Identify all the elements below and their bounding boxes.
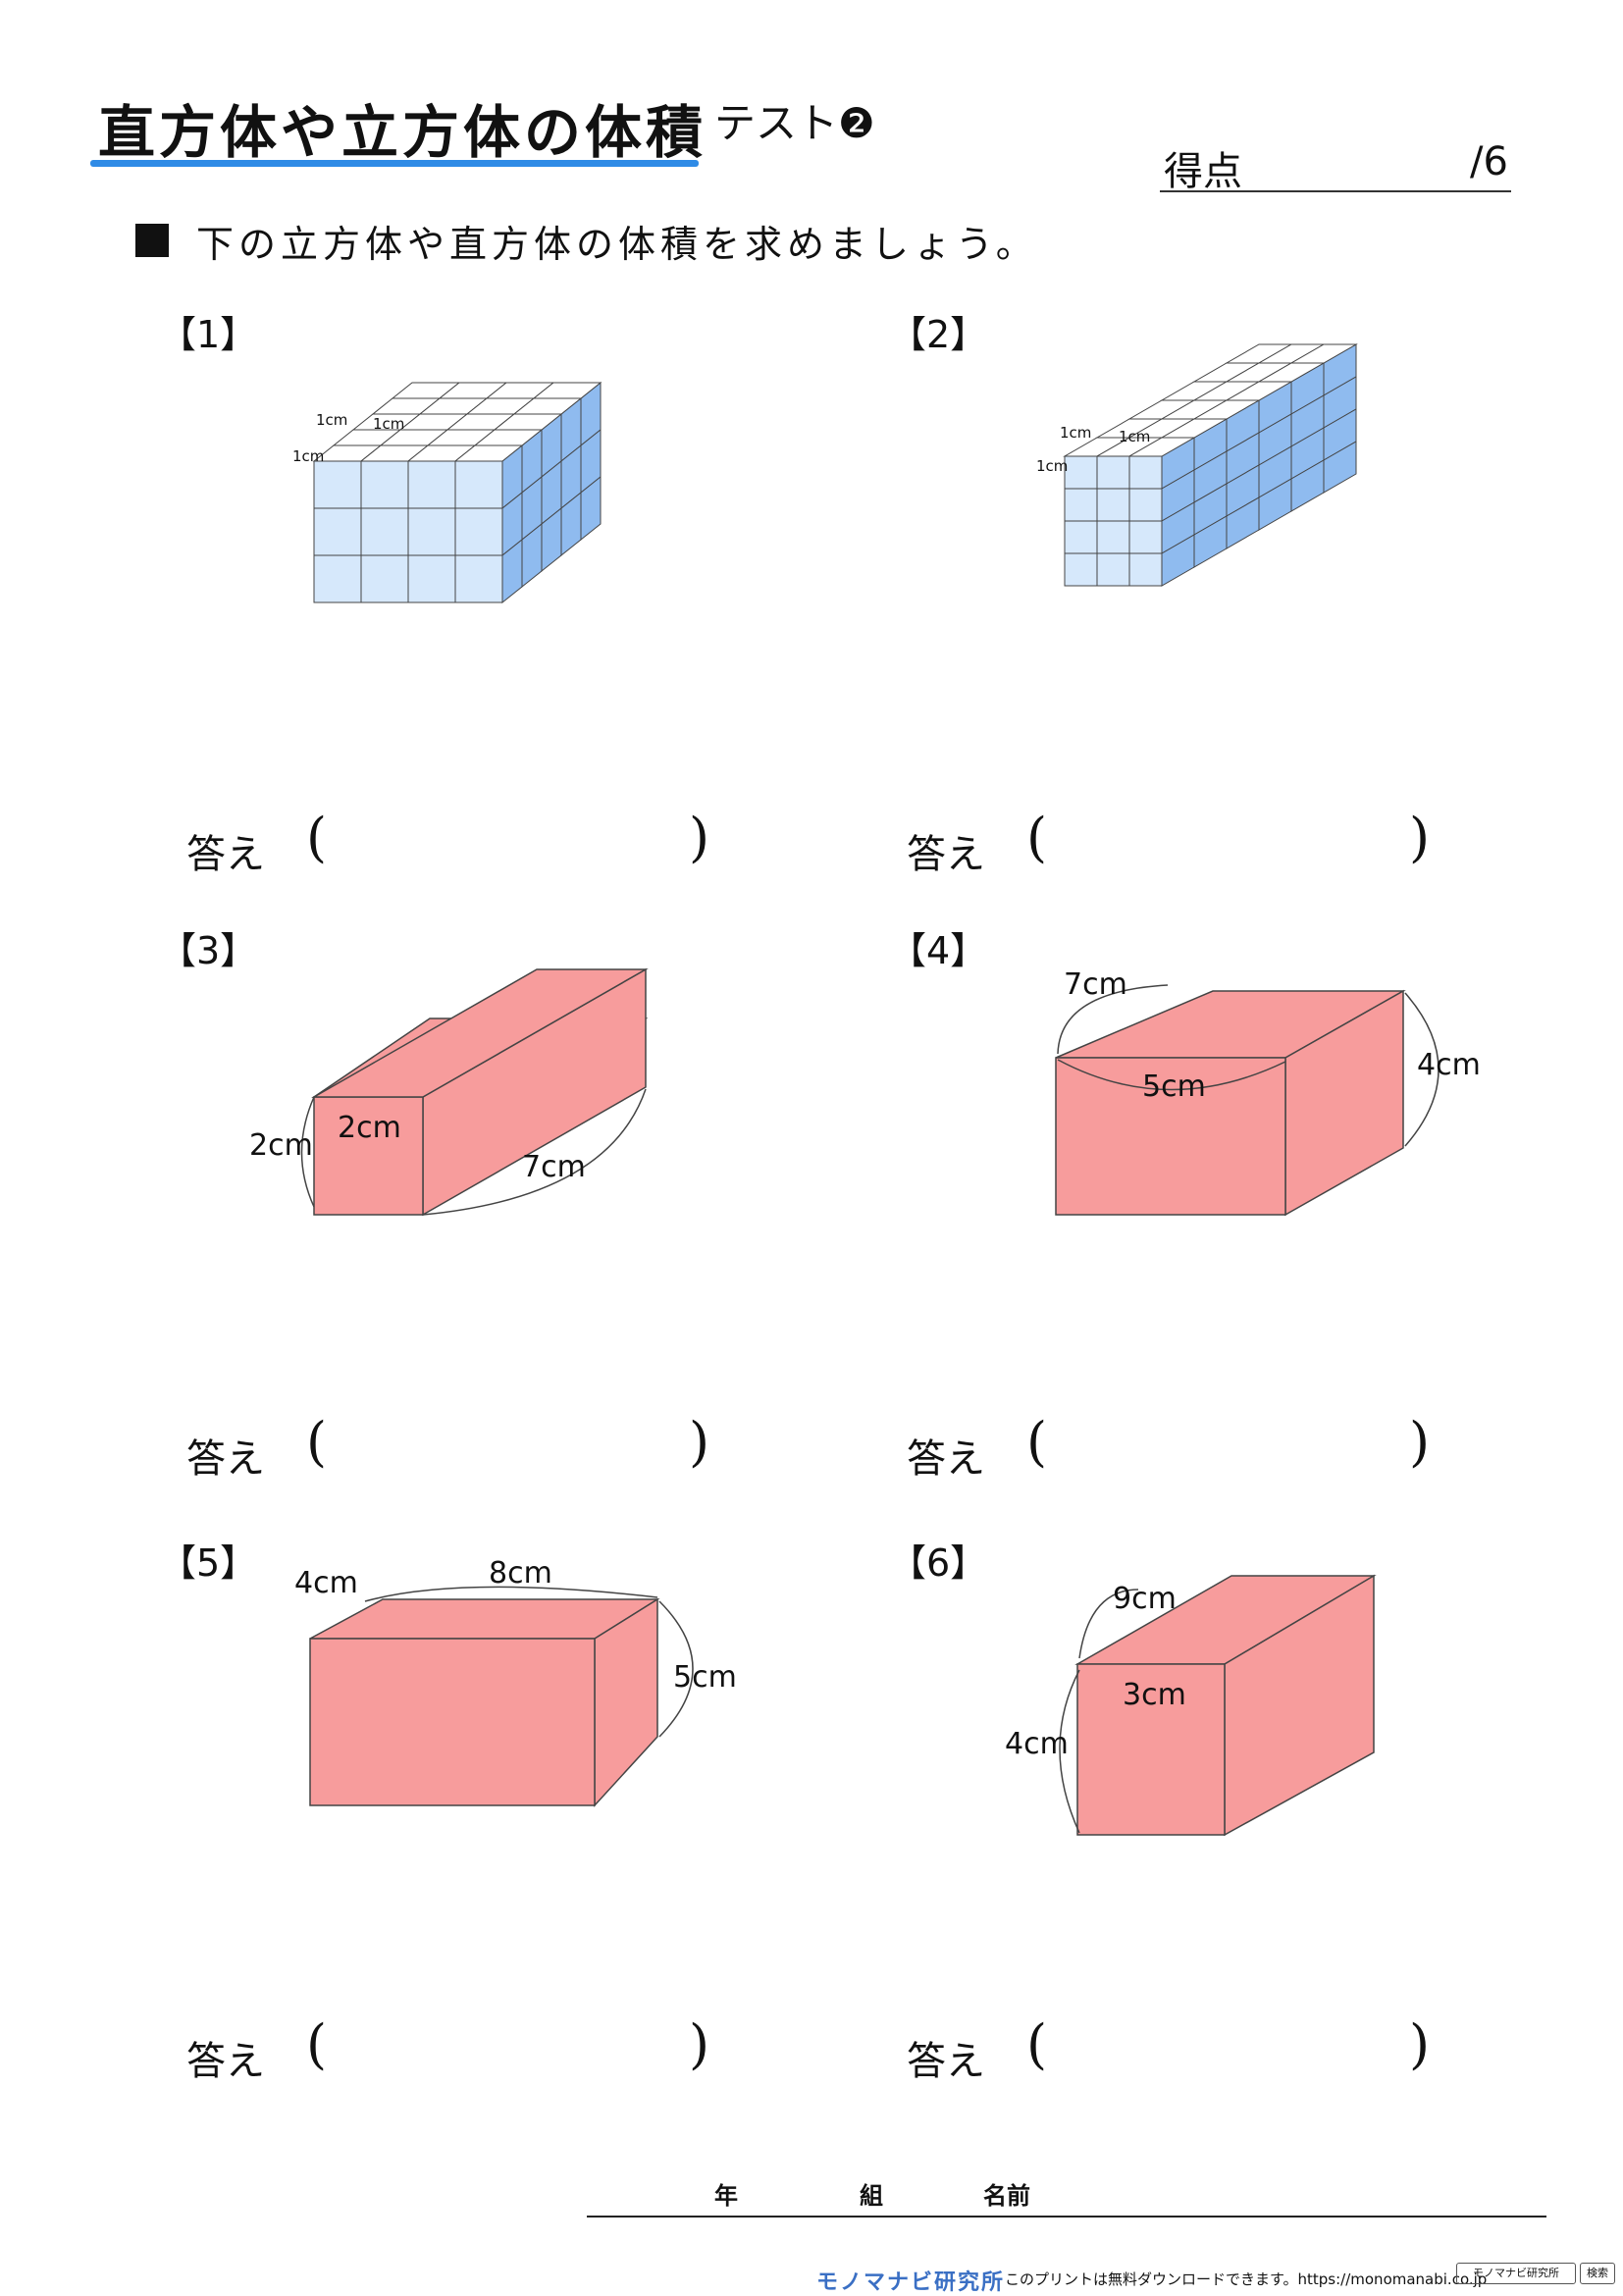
answer-label: 答え [186, 2039, 265, 2084]
unit-cube-face [1096, 520, 1130, 554]
unit-cube-face [1096, 455, 1130, 490]
answer-label: 答え [186, 1436, 265, 1482]
unit-cube-face [1064, 488, 1098, 522]
problem-5-figure [309, 1586, 694, 1807]
answer-label: 答え [907, 832, 985, 877]
unit-label: 1cm [1119, 428, 1151, 445]
unit-cube-face [360, 507, 409, 556]
unit-cube-face [313, 460, 362, 509]
answer-label: 答え [907, 2039, 985, 2084]
problem-2-number: 【2】 [889, 313, 988, 356]
unit-cube-face [1064, 455, 1098, 490]
unit-cube-face [1096, 488, 1130, 522]
unit-cube-face [1128, 488, 1163, 522]
year-label: 年 [714, 2182, 738, 2210]
unit-cube-face [360, 460, 409, 509]
class-label: 組 [860, 2182, 883, 2210]
unit-cube-face [454, 460, 503, 509]
title-underline [90, 160, 699, 167]
problem-2-figure [1063, 343, 1358, 587]
answer-field-2[interactable] [1054, 814, 1397, 873]
unit-cube-face [313, 554, 362, 603]
unit-cube-face [454, 507, 503, 556]
answer-paren-close: ) [1409, 807, 1431, 868]
answer-paren-close: ) [689, 2013, 710, 2075]
unit-cube-face [532, 382, 602, 399]
unit-cube-face [1128, 552, 1163, 587]
answer-paren-open: ( [1026, 1411, 1048, 1473]
problem-1-number: 【1】 [159, 313, 258, 356]
dim-label: 4cm [294, 1566, 358, 1600]
answer-field-5[interactable] [334, 2021, 677, 2080]
answer-paren-close: ) [689, 1411, 710, 1473]
score-label: 得点 [1164, 149, 1242, 194]
unit-cube-face [407, 554, 456, 603]
dim-label: 7cm [522, 1150, 586, 1184]
page-title: 直方体や立方体の体積 [98, 99, 707, 166]
answer-field-4[interactable] [1054, 1419, 1397, 1478]
name-label: 名前 [983, 2182, 1030, 2210]
answer-label: 答え [186, 832, 265, 877]
problem-4-figure [1055, 984, 1440, 1217]
footer-search-button: 検索 [1580, 2263, 1615, 2284]
unit-cube-face [580, 475, 602, 542]
unit-cube-face [454, 554, 503, 603]
answer-label: 答え [907, 1436, 985, 1482]
unit-cube-face [407, 460, 456, 509]
unit-cube-face [1064, 552, 1098, 587]
instruction: 下の立方体や直方体の体積を求めましょう。 [196, 223, 1038, 266]
dim-label: 9cm [1113, 1582, 1177, 1616]
name-row: 年 組 名前 [587, 2176, 1548, 2216]
unit-label: 1cm [1060, 424, 1092, 442]
footer-logo: モノマナビ研究所 [816, 2270, 1006, 2295]
problem-5-number: 【5】 [159, 1541, 258, 1585]
problem-6-number: 【6】 [889, 1541, 988, 1585]
dim-label: 5cm [673, 1660, 737, 1695]
footer-text: このプリントは無料ダウンロードできます。https://monomanabi.c… [1005, 2270, 1488, 2288]
bullet-square-icon [135, 224, 169, 257]
unit-cube-face [1096, 552, 1130, 587]
dim-label: 2cm [249, 1128, 313, 1163]
problem-6-figure [1059, 1574, 1377, 1837]
unit-label: 1cm [1036, 457, 1069, 475]
answer-paren-close: ) [1409, 2013, 1431, 2075]
unit-cube-face [360, 554, 409, 603]
problem-3-number: 【3】 [159, 929, 258, 972]
dim-label: 8cm [489, 1556, 552, 1591]
answer-field-1[interactable] [334, 814, 677, 873]
answer-paren-open: ( [306, 1411, 328, 1473]
name-line [587, 2216, 1546, 2218]
unit-cube-face [1064, 520, 1098, 554]
dim-label: 4cm [1417, 1048, 1481, 1082]
dim-label: 3cm [1123, 1678, 1186, 1712]
dim-label: 7cm [1064, 967, 1127, 1002]
unit-cube-face [313, 507, 362, 556]
answer-paren-close: ) [689, 807, 710, 868]
answer-paren-open: ( [306, 807, 328, 868]
unit-label: 1cm [373, 415, 405, 433]
unit-label: 1cm [292, 447, 325, 465]
unit-label: 1cm [316, 411, 348, 429]
unit-cube-face [1323, 441, 1357, 494]
answer-paren-open: ( [1026, 2013, 1048, 2075]
score-value: /6 [1470, 139, 1508, 184]
score-line [1160, 190, 1511, 192]
problem-3-figure [300, 967, 649, 1217]
footer-search-box: モノマナビ研究所 [1456, 2263, 1576, 2284]
dim-label: 5cm [1142, 1070, 1206, 1104]
dim-label: 2cm [338, 1111, 401, 1145]
problem-4-number: 【4】 [889, 929, 988, 972]
unit-cube-face [1128, 455, 1163, 490]
answer-paren-open: ( [306, 2013, 328, 2075]
answer-field-3[interactable] [334, 1419, 677, 1478]
dim-label: 4cm [1005, 1727, 1069, 1761]
problem-1-figure [312, 381, 602, 604]
unit-cube-face [1289, 343, 1358, 364]
unit-cube-face [407, 507, 456, 556]
test-subtitle: テスト❷ [714, 99, 875, 147]
unit-cube-face [1128, 520, 1163, 554]
answer-field-6[interactable] [1054, 2021, 1397, 2080]
answer-paren-open: ( [1026, 807, 1048, 868]
answer-paren-close: ) [1409, 1411, 1431, 1473]
